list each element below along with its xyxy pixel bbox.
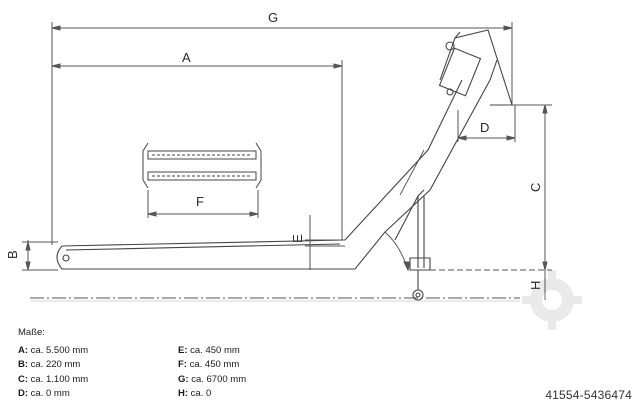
dimension-d-label: D <box>480 120 489 135</box>
legend-item-g: G: ca. 6700 mm <box>178 373 247 385</box>
legend-item-d: D: ca. 0 mm <box>18 388 70 400</box>
dimension-b-label: B <box>5 250 20 259</box>
dimension-g-label: G <box>268 10 278 25</box>
legend-item-b: B: ca. 220 mm <box>18 359 81 371</box>
dimension-b-line <box>22 240 58 271</box>
dimension-e-line <box>305 215 345 270</box>
legend-item-f: F: ca. 450 mm <box>178 359 240 371</box>
dimension-f-label: F <box>196 194 204 209</box>
dimension-c-line <box>512 104 552 271</box>
legend-item-e: E: ca. 450 mm <box>178 344 240 356</box>
dimension-a-label: A <box>182 50 191 65</box>
dimension-e-label: E <box>290 234 305 243</box>
dimension-d-line <box>457 105 516 142</box>
dimension-f-line <box>147 190 259 218</box>
legend-title: Maße: <box>18 327 45 338</box>
inlet-hopper <box>142 142 262 189</box>
listing-id: 41554-5436474 <box>545 388 632 402</box>
legend-item-a: A: ca. 5.500 mm <box>18 344 89 356</box>
conveyor-body <box>56 29 513 301</box>
dimension-h-line <box>430 269 552 300</box>
dimensions-legend: Maße: A: ca. 5.500 mm E: ca. 450 mm B: c… <box>18 326 318 402</box>
legend-item-h: H: ca. 0 <box>178 388 212 400</box>
dimension-h-label: H <box>528 281 543 290</box>
watermark-gear-icon <box>522 270 582 330</box>
dimension-c-label: C <box>528 183 543 192</box>
dimension-a-line <box>51 60 343 240</box>
legend-item-c: C: ca. 1.100 mm <box>18 373 89 385</box>
dimension-g-line <box>51 22 513 245</box>
